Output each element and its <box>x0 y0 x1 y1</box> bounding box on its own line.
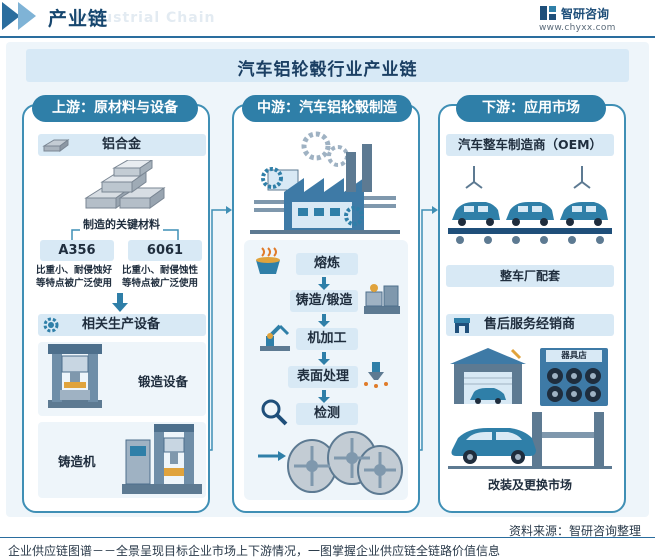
header-divider <box>0 36 655 38</box>
down-arrow-icon <box>112 293 128 312</box>
material-a356: A356 <box>40 240 114 261</box>
step-arrow-icon <box>318 390 330 403</box>
alloy-label-bar: 铝合金 <box>38 134 206 156</box>
brand-logo-icon <box>540 6 556 20</box>
diagram-title-bar: 汽车铝轮毂行业产业链 <box>26 49 629 82</box>
casting-machine-icon <box>122 424 202 494</box>
midstream-title: 中游：汽车铝轮毂制造 <box>242 95 412 122</box>
oem-caption: 整车厂配套 <box>499 269 560 283</box>
oem-caption-bar: 整车厂配套 <box>446 265 614 287</box>
header: Industrial Chain 产业链 智研咨询 www.chyxx.com <box>0 0 655 38</box>
6061-desc-line2: 等特点被广泛使用 <box>122 278 199 289</box>
tire-rack-icon <box>547 368 601 402</box>
press-icon <box>364 284 400 314</box>
forging-machine-icon <box>48 344 102 408</box>
brand: 智研咨询 www.chyxx.com <box>539 4 639 36</box>
ingot-small-icon <box>42 139 70 152</box>
garage-icon <box>450 348 526 404</box>
factory-icon <box>250 131 400 234</box>
step-inspection: 检测 <box>296 403 358 425</box>
shop-sign: 器具店 <box>546 350 602 362</box>
source-note: 资料来源：智研咨询整理 <box>508 524 641 538</box>
page-title: 产业链 <box>48 8 109 30</box>
casting-label: 铸造机 <box>58 454 96 469</box>
gear-icon <box>43 317 59 333</box>
footer-divider <box>0 537 655 538</box>
brand-name: 智研咨询 <box>561 7 610 21</box>
step-machining: 机加工 <box>296 328 358 350</box>
brand-url: www.chyxx.com <box>539 23 616 33</box>
aftermarket-label-bar: 售后服务经销商 <box>446 314 614 336</box>
spray-gun-icon <box>364 362 388 388</box>
car-lift-icon <box>448 412 612 469</box>
upstream-title: 上游：原材料与设备 <box>32 95 198 122</box>
melting-pot-icon <box>256 247 280 274</box>
header-arrow-icon <box>2 2 36 30</box>
equipment-label-bar: 相关生产设备 <box>38 314 206 336</box>
aluminum-ingots-icon <box>84 160 166 209</box>
key-materials-label: 制造的关键材料 <box>80 216 163 232</box>
a356-desc-line2: 等特点被广泛使用 <box>36 278 113 289</box>
header-watermark: Industrial Chain <box>74 10 216 26</box>
robot-arm-icon <box>260 324 290 351</box>
oem-label-bar: 汽车整车制造商（OEM） <box>446 134 614 156</box>
diagram-title: 汽车铝轮毂行业产业链 <box>237 60 418 80</box>
tire-shop: 器具店 <box>540 348 608 406</box>
shop-icon <box>454 318 470 333</box>
6061-desc-line1: 比重小、耐侵蚀性 <box>122 265 199 276</box>
forging-label: 锻造设备 <box>138 374 189 389</box>
wheels-icon <box>258 431 403 495</box>
aftermarket-caption: 改装及更换市场 <box>488 478 573 492</box>
oem-label: 汽车整车制造商（OEM） <box>457 137 603 152</box>
step-arrow-icon <box>318 352 330 365</box>
step-arrow-icon <box>318 314 330 327</box>
step-surface-treatment: 表面处理 <box>288 366 358 388</box>
alloy-label: 铝合金 <box>102 137 142 152</box>
footer-text: 企业供应链图谱－－全景呈现目标企业市场上下游情况，一图掌握企业供应链全链路价值信… <box>8 544 501 558</box>
step-melting: 熔炼 <box>296 253 358 275</box>
material-6061: 6061 <box>128 240 202 261</box>
equipment-label: 相关生产设备 <box>82 317 161 332</box>
a356-desc-line1: 比重小、耐侵蚀好 <box>36 265 113 276</box>
step-casting-forging: 铸造/锻造 <box>290 290 358 312</box>
assembly-line-icon <box>448 166 612 244</box>
downstream-title: 下游：应用市场 <box>456 95 606 122</box>
step-arrow-icon <box>318 277 330 290</box>
aftermarket-label: 售后服务经销商 <box>484 317 576 332</box>
magnifier-icon <box>261 399 288 426</box>
